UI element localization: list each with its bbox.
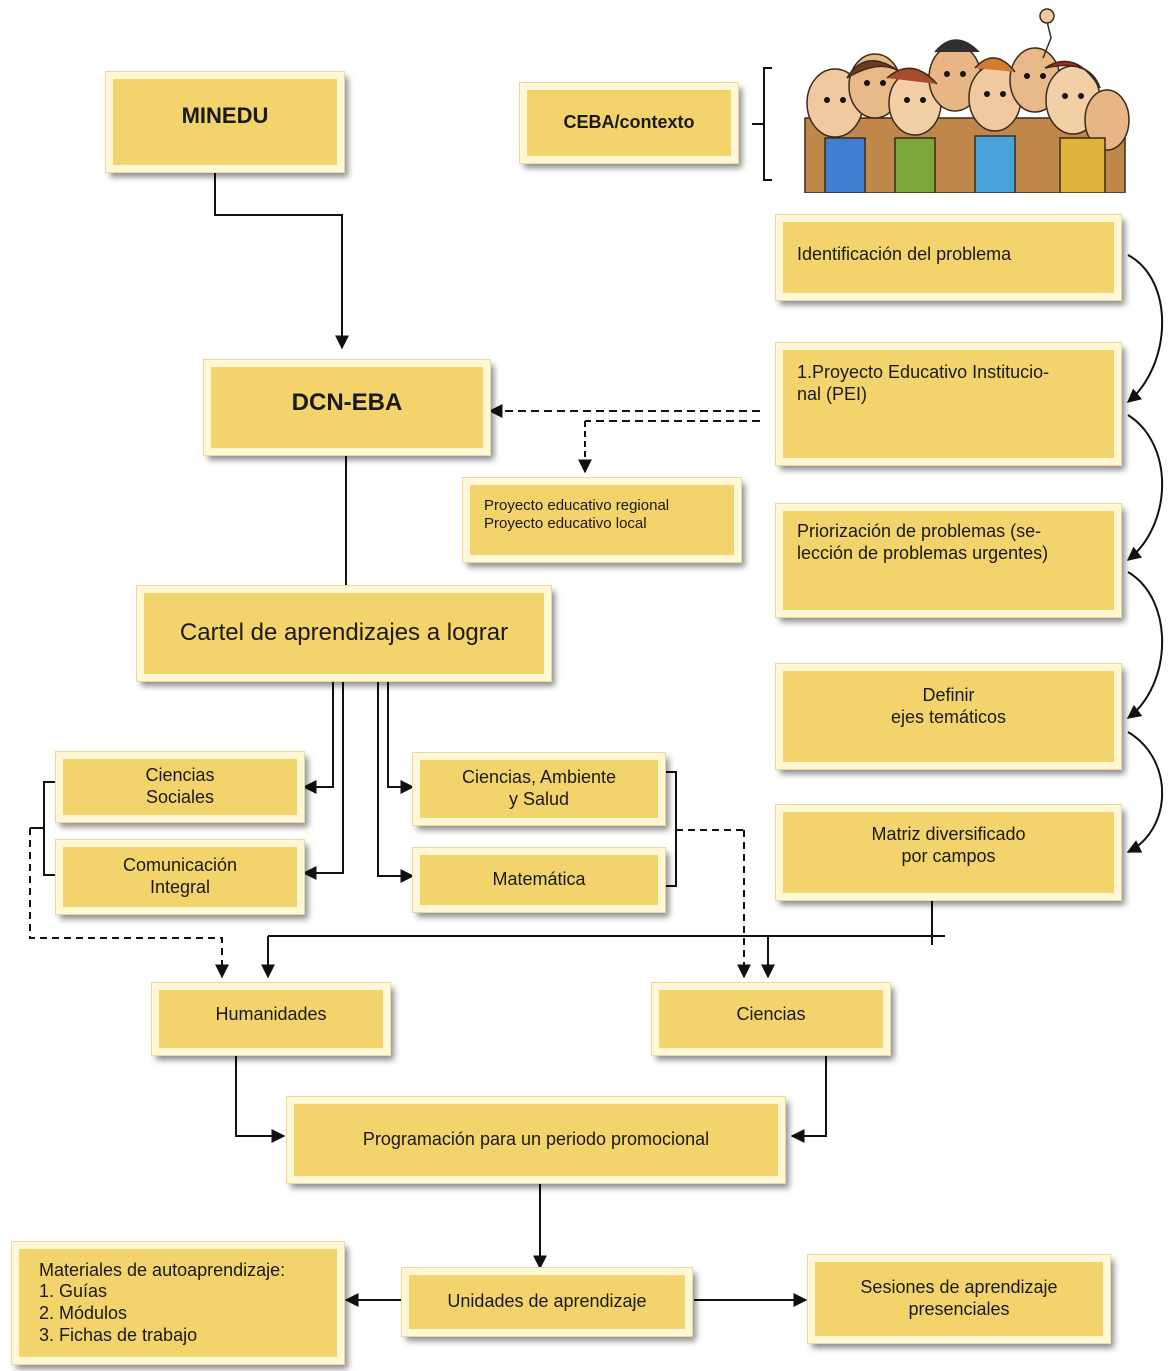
humanidades-label: Humanidades bbox=[215, 1004, 327, 1024]
materiales-label: Materiales de autoaprendizaje: 1. Guías … bbox=[39, 1259, 286, 1345]
dcn-box: DCN-EBA bbox=[203, 359, 491, 456]
identificacion-label: Identificación del problema bbox=[797, 244, 1012, 264]
matriz-box: Matriz diversificado por campos bbox=[775, 804, 1122, 901]
matriz-label: Matriz diversificado por campos bbox=[871, 824, 1026, 866]
ciencias-sociales-box: Ciencias Sociales bbox=[55, 751, 305, 823]
pei-box: 1.Proyecto Educativo Institucio- nal (PE… bbox=[775, 342, 1122, 466]
matematica-box: Matemática bbox=[412, 847, 666, 913]
priorizacion-box: Priorización de problemas (se- lección d… bbox=[775, 503, 1122, 618]
ciencias-label: Ciencias bbox=[736, 1004, 806, 1024]
definir-label: Definir ejes temáticos bbox=[890, 685, 1007, 727]
cartel-label: Cartel de aprendizajes a lograr bbox=[179, 619, 509, 646]
unidades-label: Unidades de aprendizaje bbox=[447, 1291, 647, 1312]
priorizacion-label: Priorización de problemas (se- lección d… bbox=[797, 521, 1049, 563]
ceba-box: CEBA/contexto bbox=[519, 82, 739, 164]
programacion-label: Programación para un periodo promocional bbox=[362, 1129, 710, 1150]
proyecto-label: Proyecto educativo regional Proyecto edu… bbox=[484, 497, 670, 532]
sesiones-label: Sesiones de aprendizaje presenciales bbox=[860, 1277, 1058, 1319]
definir-box: Definir ejes temáticos bbox=[775, 663, 1122, 770]
dcn-label: DCN-EBA bbox=[291, 389, 403, 416]
comunicacion-box: Comunicación Integral bbox=[55, 839, 305, 915]
ceba-label: CEBA/contexto bbox=[563, 112, 695, 133]
programacion-box: Programación para un periodo promocional bbox=[286, 1096, 786, 1184]
comunicacion-label: Comunicación Integral bbox=[122, 855, 238, 897]
crowd-of-people-illustration bbox=[804, 8, 1130, 193]
unidades-box: Unidades de aprendizaje bbox=[401, 1267, 693, 1337]
humanidades-box: Humanidades bbox=[151, 982, 391, 1056]
sesiones-box: Sesiones de aprendizaje presenciales bbox=[807, 1254, 1111, 1344]
materiales-box: Materiales de autoaprendizaje: 1. Guías … bbox=[11, 1241, 345, 1365]
cartel-box: Cartel de aprendizajes a lograr bbox=[136, 585, 552, 682]
ciencias-box: Ciencias bbox=[651, 982, 891, 1056]
pei-label: 1.Proyecto Educativo Institucio- nal (PE… bbox=[797, 362, 1050, 404]
ciencias-ambiente-box: Ciencias, Ambiente y Salud bbox=[412, 752, 666, 826]
matematica-label: Matemática bbox=[492, 869, 586, 890]
identificacion-box: Identificación del problema bbox=[775, 214, 1122, 301]
ciencias-ambiente-label: Ciencias, Ambiente y Salud bbox=[461, 767, 617, 809]
proyecto-box: Proyecto educativo regional Proyecto edu… bbox=[462, 477, 742, 563]
ciencias-sociales-label: Ciencias Sociales bbox=[145, 765, 215, 807]
minedu-label: MINEDU bbox=[181, 103, 269, 128]
minedu-box: MINEDU bbox=[105, 71, 345, 173]
